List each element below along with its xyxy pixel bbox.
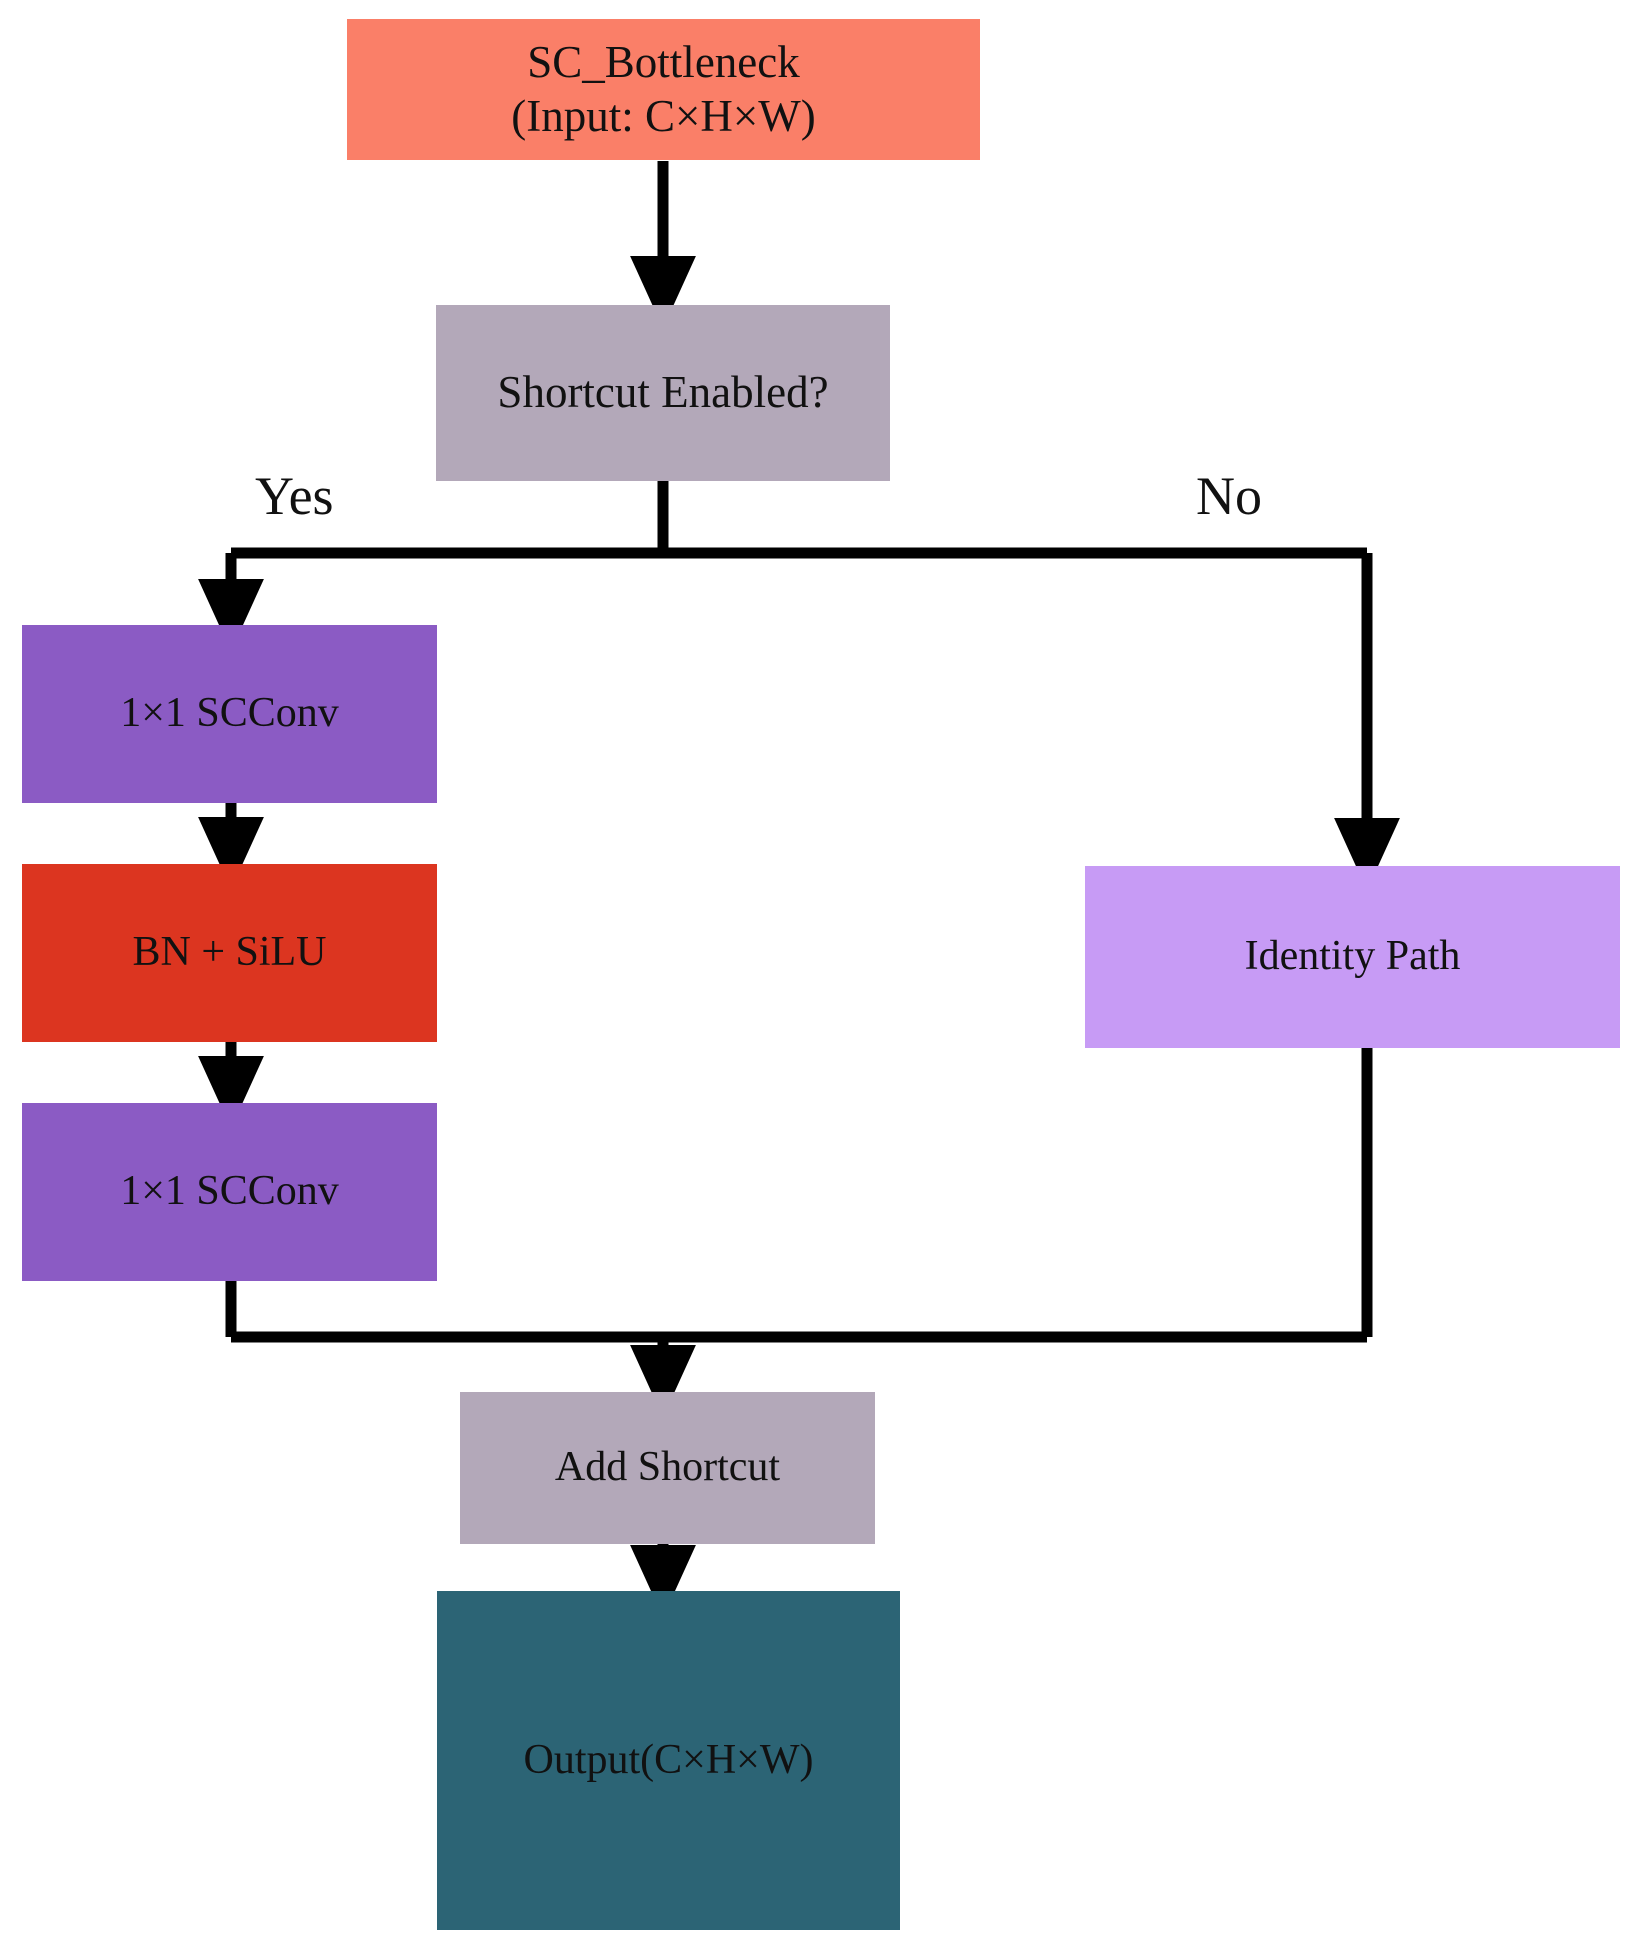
- edge-label-no: No: [1196, 466, 1262, 526]
- sc-bottleneck-input[interactable]: SC_Bottleneck (Input: C×H×W): [347, 19, 980, 160]
- scconv-1x1-first[interactable]: 1×1 SCConv: [22, 625, 437, 803]
- output-node[interactable]: Output(C×H×W): [437, 1591, 900, 1930]
- shortcut-enabled-decision-label: Shortcut Enabled?: [497, 367, 829, 418]
- scconv-1x1-second-label: 1×1 SCConv: [120, 1168, 339, 1215]
- sc-bottleneck-input-label: SC_Bottleneck (Input: C×H×W): [511, 37, 816, 141]
- edge-label-yes: Yes: [255, 466, 334, 526]
- add-shortcut-label: Add Shortcut: [554, 1444, 781, 1491]
- identity-path[interactable]: Identity Path: [1085, 866, 1620, 1048]
- output-node-label: Output(C×H×W): [523, 1736, 814, 1783]
- bn-silu[interactable]: BN + SiLU: [22, 864, 437, 1042]
- identity-path-label: Identity Path: [1244, 933, 1461, 980]
- add-shortcut[interactable]: Add Shortcut: [460, 1392, 875, 1544]
- scconv-1x1-first-label: 1×1 SCConv: [120, 690, 339, 737]
- shortcut-enabled-decision[interactable]: Shortcut Enabled?: [436, 305, 890, 481]
- scconv-1x1-second[interactable]: 1×1 SCConv: [22, 1103, 437, 1281]
- bn-silu-label: BN + SiLU: [132, 929, 327, 976]
